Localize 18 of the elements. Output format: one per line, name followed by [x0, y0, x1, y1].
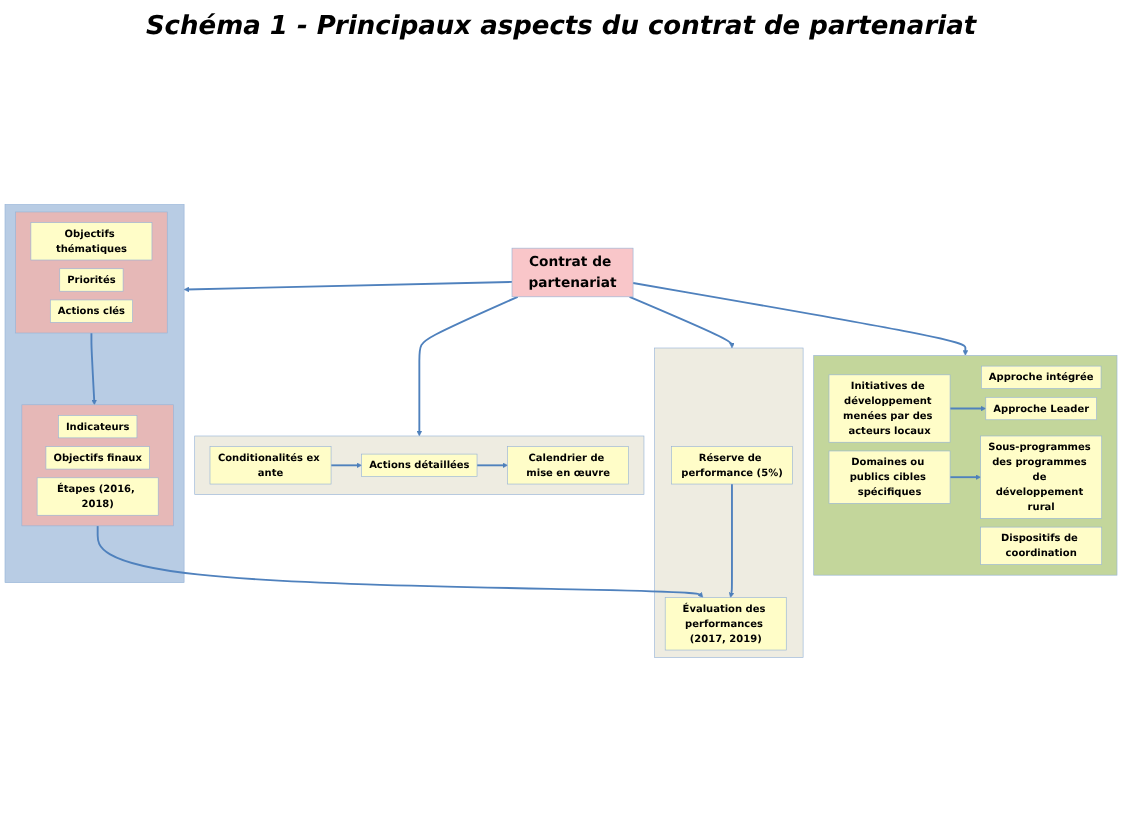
- diagram-title: Schéma 1 - Principaux aspects du contrat de partenariat: [143, 12, 979, 42]
- arrow: [476, 462, 508, 469]
- arrow: [416, 295, 519, 437]
- arrow: [330, 462, 362, 469]
- arrow: [183, 280, 513, 293]
- arrow: [96, 524, 704, 598]
- arrow: [628, 295, 735, 349]
- arrow: [90, 332, 97, 406]
- cluster: [813, 355, 1118, 576]
- cluster: [654, 347, 804, 658]
- arrow: [728, 483, 735, 598]
- arrow: [632, 282, 969, 356]
- cluster: [21, 404, 174, 527]
- arrow: [949, 405, 987, 412]
- cluster: [15, 211, 168, 334]
- cluster: [4, 204, 185, 583]
- cluster: [194, 435, 645, 495]
- arrow: [949, 474, 981, 480]
